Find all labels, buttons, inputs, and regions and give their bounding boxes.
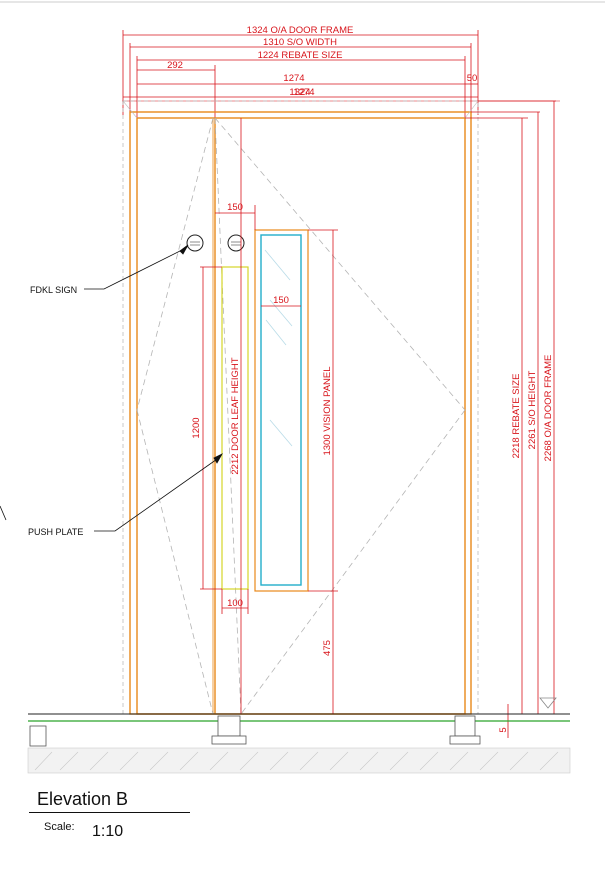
callout-leaders bbox=[0, 244, 223, 532]
callout-push-plate: PUSH PLATE bbox=[28, 527, 83, 537]
right-dimension-texts: 2218 REBATE SIZE 2261 S/O HEIGHT 2268 O/… bbox=[498, 355, 554, 733]
dim-bottom-475: 475 bbox=[322, 640, 333, 656]
vision-glass bbox=[260, 234, 302, 586]
interior-dimensions bbox=[200, 118, 338, 714]
dim-oa-door-frame-width: 1324 O/A DOOR FRAME bbox=[247, 25, 354, 36]
dim-vision-150: 150 bbox=[273, 295, 289, 306]
push-plate bbox=[221, 266, 249, 590]
swing-lines bbox=[136, 117, 466, 715]
fdkl-sign-right bbox=[227, 234, 245, 252]
dim-so-height: 2261 S/O HEIGHT bbox=[527, 370, 538, 449]
dim-50: 50 bbox=[467, 73, 478, 84]
top-dimension-texts: 1324 O/A DOOR FRAME 1310 S/O WIDTH 1224 … bbox=[167, 25, 477, 98]
callout-fdkl-sign: FDKL SIGN bbox=[30, 285, 77, 295]
dim-push-plate-1200: 1200 bbox=[191, 417, 202, 438]
floor-slab bbox=[27, 747, 571, 774]
right-dimensions bbox=[465, 100, 556, 738]
drawing-title: Elevation B bbox=[37, 789, 129, 809]
dim-push-plate-100: 100 bbox=[227, 598, 243, 609]
dim-rebate-size-height: 2218 REBATE SIZE bbox=[511, 374, 522, 459]
title-underline bbox=[29, 812, 190, 813]
scale-value: 1:10 bbox=[92, 823, 124, 840]
top-dimensions bbox=[122, 30, 560, 118]
dim-292: 292 bbox=[167, 60, 183, 71]
dim-overlap-1324: 1324 bbox=[289, 87, 310, 98]
dim-threshold-5: 5 bbox=[498, 727, 509, 732]
dim-so-width: 1310 S/O WIDTH bbox=[263, 37, 337, 48]
fdkl-signs bbox=[186, 234, 245, 252]
vision-panel bbox=[254, 229, 309, 592]
dim-rebate-size-width: 1224 REBATE SIZE bbox=[258, 50, 343, 61]
dim-1274: 1274 bbox=[283, 73, 304, 84]
dim-vision-panel-height: 1300 VISION PANEL bbox=[322, 366, 333, 455]
vision-panel-frame bbox=[254, 229, 309, 592]
dim-handle-150: 150 bbox=[227, 202, 243, 213]
dim-overlap-1274: 1274 bbox=[293, 87, 314, 98]
floor-fixings bbox=[29, 715, 481, 747]
door-leaves bbox=[212, 118, 216, 714]
frame-outline-dashed bbox=[122, 100, 479, 715]
fdkl-sign-left bbox=[186, 234, 204, 252]
floor bbox=[27, 713, 571, 774]
scale-label: Scale: bbox=[44, 821, 75, 833]
dim-oa-frame-height: 2268 O/A DOOR FRAME bbox=[543, 355, 554, 462]
interior-dimension-texts: 150 150 1200 2212 DOOR LEAF HEIGHT 1300 … bbox=[191, 202, 333, 656]
level-marker bbox=[539, 697, 557, 709]
dim-door-leaf-height: 2212 DOOR LEAF HEIGHT bbox=[230, 357, 241, 474]
